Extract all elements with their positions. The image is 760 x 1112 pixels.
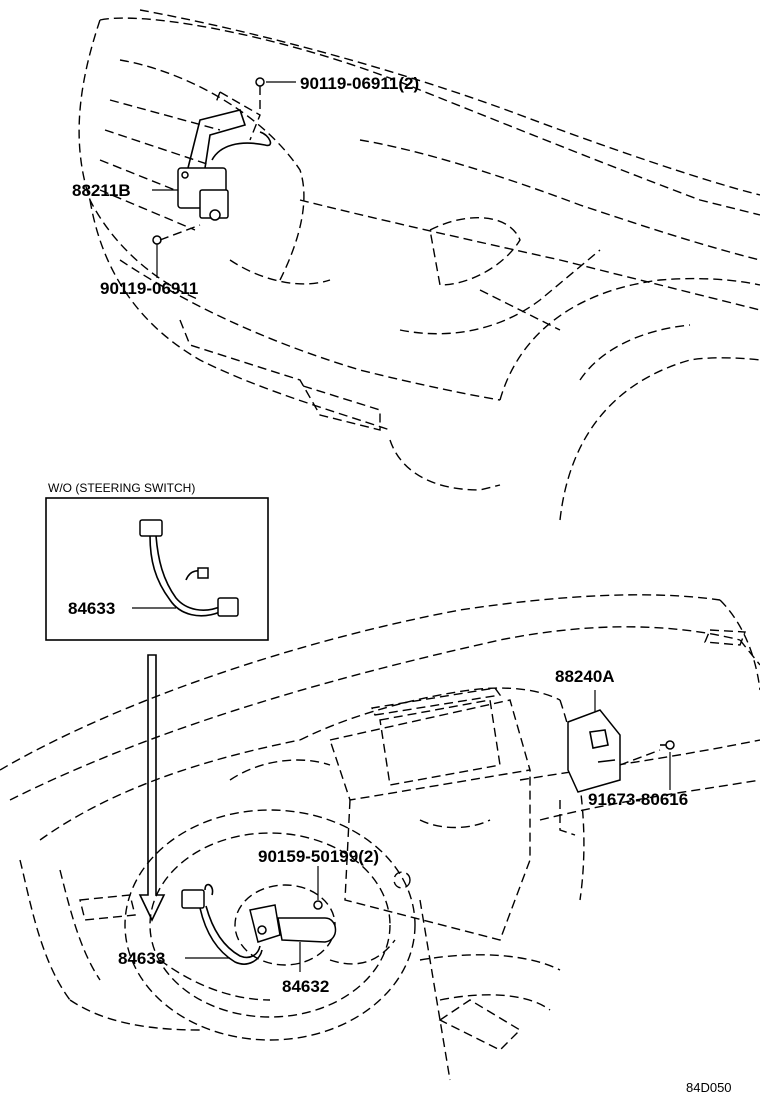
callout-spiral-cable: 84633 — [118, 949, 165, 968]
grille-bolt-top — [255, 77, 265, 110]
callout-cruise-switch: 84632 — [282, 977, 329, 996]
callout-computer-bolt: 91673-80616 — [588, 790, 688, 809]
callout-radar-sensor: 88211B — [72, 181, 131, 200]
inset-panel: W/O (STEERING SWITCH) 84633 — [45, 481, 269, 641]
callout-grille-bolt-bottom: 90119-06911 — [100, 279, 198, 298]
diagram-code: 84D050 — [686, 1080, 732, 1095]
grille-bolt-bottom — [152, 224, 201, 245]
callout-control-computer: 88240A — [555, 667, 615, 686]
computer-bolt — [660, 740, 675, 750]
inset-arrow — [138, 654, 166, 922]
spiral-cable-part — [181, 883, 263, 965]
dashboard-outline — [0, 594, 760, 1081]
cruise-switch-part — [249, 900, 337, 943]
callout-grille-bolt-top: 90119-06911(2) — [300, 74, 419, 93]
vehicle-front-outline — [78, 9, 760, 521]
inset-title: W/O (STEERING SWITCH) — [48, 481, 195, 495]
steering-wheel-outline — [124, 809, 416, 1041]
radar-sensor-part — [177, 91, 272, 221]
callout-switch-screw: 90159-50199(2) — [258, 847, 379, 866]
inset-part-label: 84633 — [68, 599, 115, 618]
control-computer-part — [567, 709, 661, 793]
